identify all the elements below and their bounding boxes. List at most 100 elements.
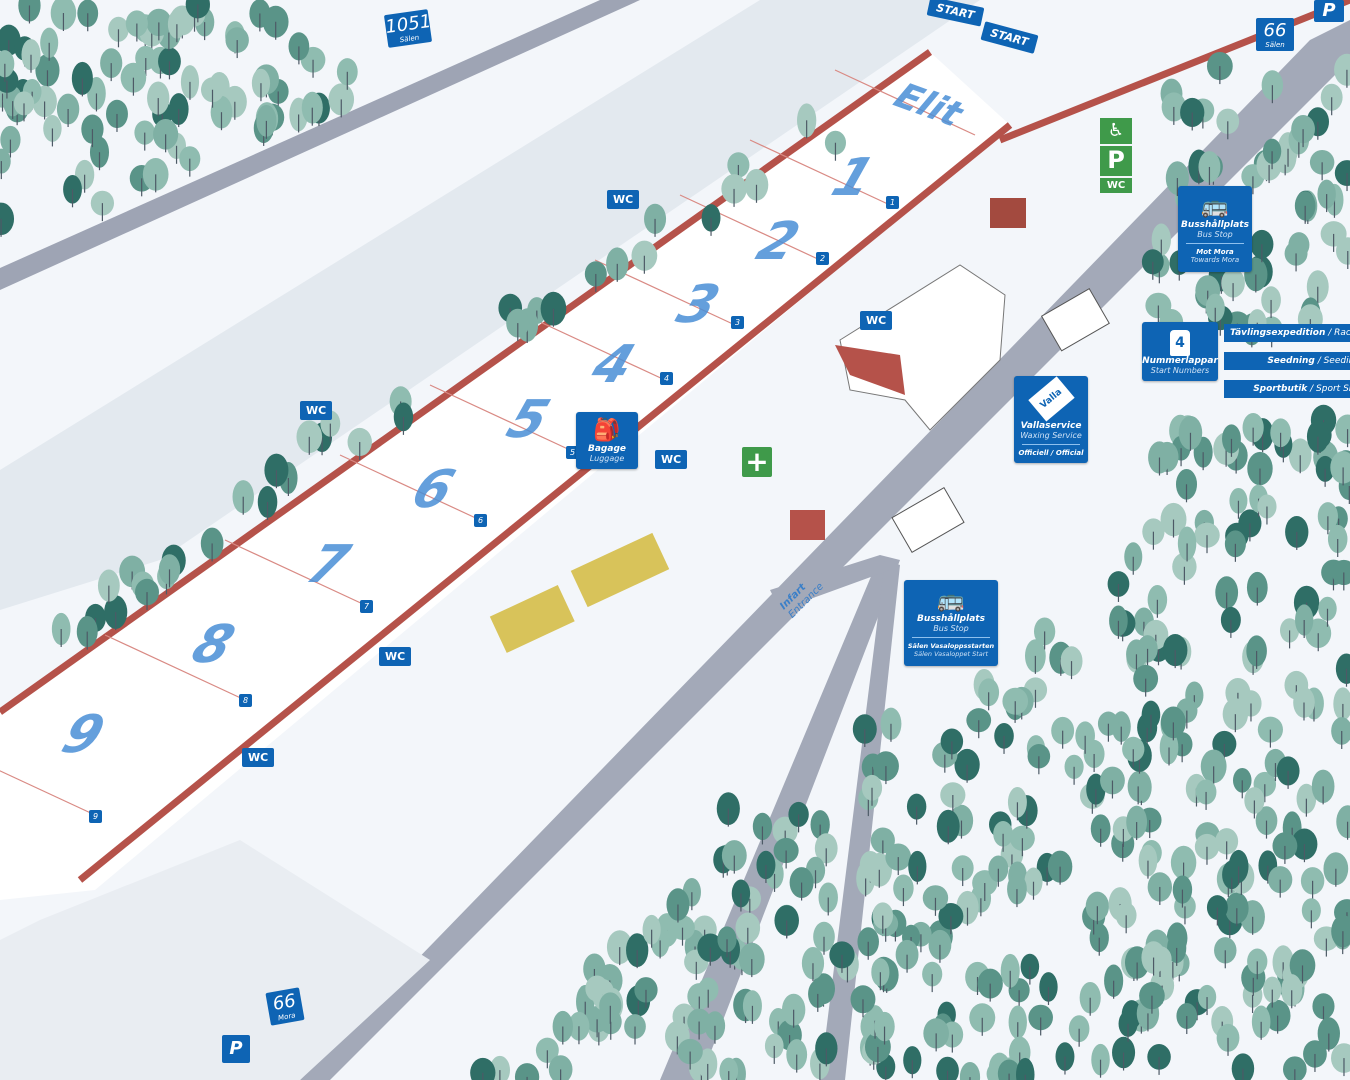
tree xyxy=(1200,749,1227,785)
sign-title: Busshållplats xyxy=(917,614,985,624)
tree xyxy=(677,1038,703,1070)
tree xyxy=(928,929,952,963)
road-number: 66 xyxy=(1263,20,1287,41)
tree xyxy=(1257,494,1277,525)
tree xyxy=(1221,268,1245,302)
tree xyxy=(1327,524,1348,557)
tree xyxy=(1232,767,1252,799)
sign-subtitle: Bus Stop xyxy=(933,624,969,633)
pen-post: 4 xyxy=(660,372,674,385)
tree xyxy=(262,5,289,40)
tree xyxy=(264,453,289,489)
tree xyxy=(1107,571,1130,602)
tree xyxy=(1246,635,1267,669)
tree xyxy=(470,1057,496,1080)
tree xyxy=(50,0,77,32)
tree xyxy=(232,480,254,515)
tree xyxy=(1334,53,1350,88)
tree xyxy=(1141,700,1161,733)
tree xyxy=(940,782,966,814)
tree xyxy=(1000,953,1020,989)
tree xyxy=(180,65,200,100)
bus-icon: 🚌 xyxy=(937,588,965,613)
tree xyxy=(938,902,964,935)
tree xyxy=(1333,687,1350,722)
tree xyxy=(1309,149,1335,181)
tree xyxy=(1222,698,1249,733)
wc-sign: WC xyxy=(300,401,333,420)
luggage-truck xyxy=(570,532,670,608)
tree xyxy=(1195,779,1217,810)
tree xyxy=(1296,783,1317,817)
tree xyxy=(1085,891,1110,925)
tree xyxy=(1264,999,1291,1034)
tree xyxy=(1007,873,1027,908)
tree xyxy=(1331,559,1350,591)
tree xyxy=(788,801,809,833)
pen-post: 2 xyxy=(816,252,830,265)
tree xyxy=(1133,664,1159,697)
tree xyxy=(687,1008,711,1040)
start-corrals xyxy=(0,52,1010,900)
tree xyxy=(634,977,658,1008)
tree xyxy=(147,81,170,117)
tree xyxy=(908,850,927,885)
tree xyxy=(514,1063,540,1080)
tree xyxy=(77,0,99,32)
tree xyxy=(1147,1044,1171,1075)
tree xyxy=(752,812,773,845)
tree xyxy=(225,27,249,59)
tree xyxy=(1283,1056,1307,1080)
tree xyxy=(1127,771,1149,805)
tree xyxy=(721,840,747,874)
tree xyxy=(797,103,817,139)
tree xyxy=(1002,687,1029,720)
tree xyxy=(1318,596,1337,627)
tree xyxy=(1162,633,1188,669)
fence-lower xyxy=(77,122,1013,883)
tree xyxy=(1007,786,1027,821)
tree xyxy=(717,926,737,958)
luggage-title: Bagage xyxy=(588,444,626,454)
pen-divider xyxy=(224,539,366,606)
tree xyxy=(978,678,1000,711)
tree xyxy=(670,915,695,946)
tree xyxy=(97,569,120,604)
sign-note: Officiell / Official xyxy=(1018,449,1084,457)
wheelchair-icon: ♿ xyxy=(1100,118,1132,144)
tree xyxy=(1079,981,1101,1016)
service-building xyxy=(839,264,1006,431)
pen-divider xyxy=(834,69,976,136)
tree xyxy=(1306,270,1329,305)
service-bar-race-office: Tävlingsexpedition / Race O xyxy=(1224,324,1350,342)
road-sign-66-mora: 66 Mora xyxy=(265,987,305,1026)
tree xyxy=(923,1018,949,1052)
tree xyxy=(328,83,355,118)
tree xyxy=(903,1046,922,1079)
tree xyxy=(81,114,104,148)
tree xyxy=(1224,530,1246,562)
luggage-sign: 🎒 Bagage Luggage xyxy=(576,412,638,469)
tree xyxy=(1270,418,1291,451)
tree xyxy=(885,843,912,876)
direction-subtitle: Towards Mora xyxy=(1190,256,1240,264)
tree xyxy=(1291,828,1318,863)
tree xyxy=(764,1033,784,1064)
tree xyxy=(993,820,1013,852)
tree xyxy=(1122,736,1145,768)
tree xyxy=(969,1003,996,1036)
tree xyxy=(125,10,148,42)
bar-title: Seedning xyxy=(1267,356,1315,366)
tree xyxy=(940,728,964,760)
wc-sign: WC xyxy=(607,190,640,209)
tree xyxy=(105,99,128,132)
road-sign-66-salen: 66 Sälen xyxy=(1256,18,1294,51)
tree xyxy=(1215,576,1239,611)
tree xyxy=(1215,828,1239,860)
tree xyxy=(1276,756,1300,789)
tree xyxy=(1294,191,1316,224)
tree xyxy=(1228,849,1249,885)
tree xyxy=(895,939,919,973)
tree xyxy=(1178,415,1203,451)
tree xyxy=(606,247,629,282)
